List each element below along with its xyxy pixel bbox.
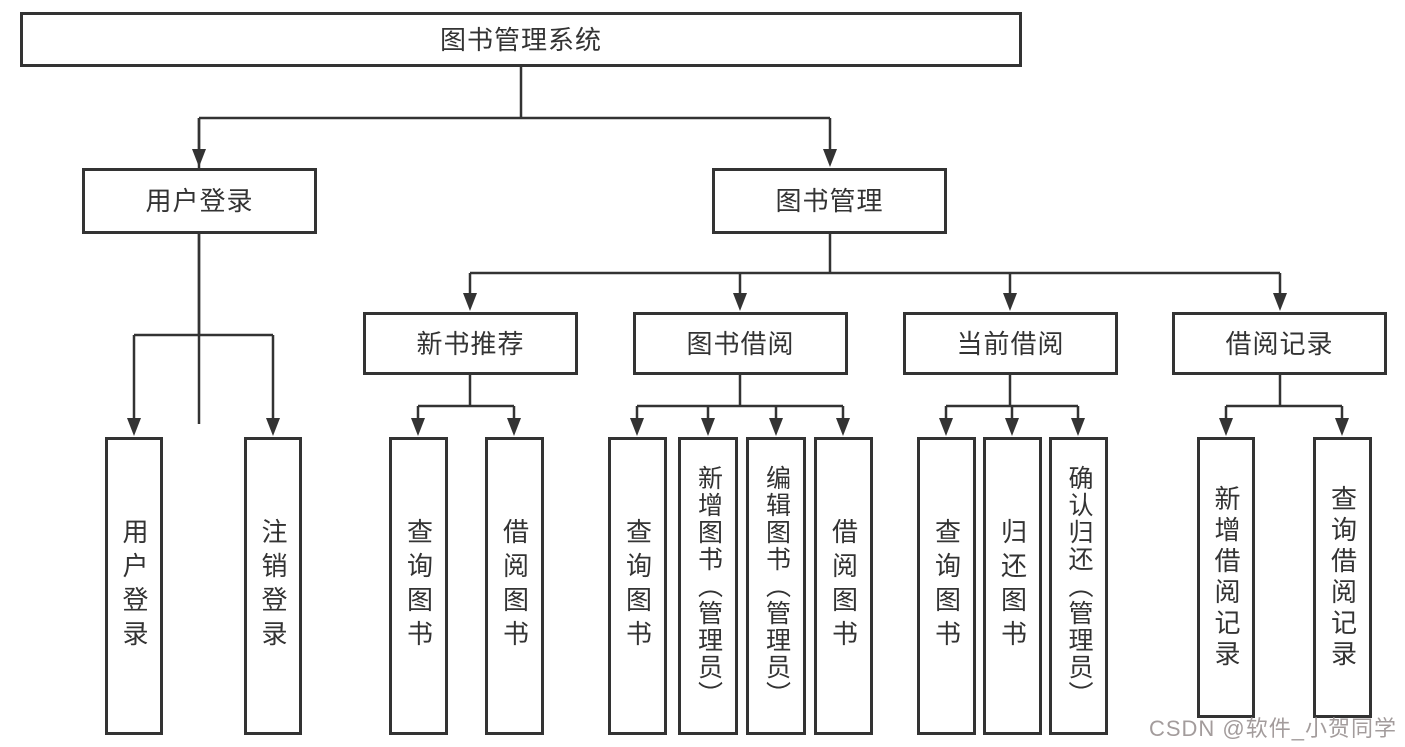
- node-book-management: 图书管理: [712, 168, 947, 234]
- leaf-edit-book-admin: 编辑图书（管理员）: [746, 437, 806, 735]
- node-library-management-system: 图书管理系统: [20, 12, 1022, 67]
- leaf-user-login: 用户登录: [105, 437, 163, 735]
- leaf-query-books-borrowing: 查询图书: [608, 437, 667, 735]
- arrowheads: [127, 149, 1349, 436]
- node-book-borrowing: 图书借阅: [633, 312, 848, 375]
- leaf-query-books-recommend: 查询图书: [389, 437, 448, 735]
- leaf-logout-login: 注销登录: [244, 437, 302, 735]
- leaf-borrow-books-recommend: 借阅图书: [485, 437, 544, 735]
- node-user-login: 用户登录: [82, 168, 317, 234]
- leaf-query-borrow-record: 查询借阅记录: [1313, 437, 1372, 718]
- leaf-borrow-books: 借阅图书: [814, 437, 873, 735]
- leaf-query-books-current: 查询图书: [917, 437, 976, 735]
- leaf-add-borrow-record: 新增借阅记录: [1197, 437, 1255, 718]
- node-new-book-recommend: 新书推荐: [363, 312, 578, 375]
- node-current-borrowing: 当前借阅: [903, 312, 1118, 375]
- node-borrowing-records: 借阅记录: [1172, 312, 1387, 375]
- leaf-return-books: 归还图书: [983, 437, 1042, 735]
- leaf-confirm-return-admin: 确认归还（管理员）: [1049, 437, 1108, 735]
- leaf-add-book-admin: 新增图书（管理员）: [678, 437, 738, 735]
